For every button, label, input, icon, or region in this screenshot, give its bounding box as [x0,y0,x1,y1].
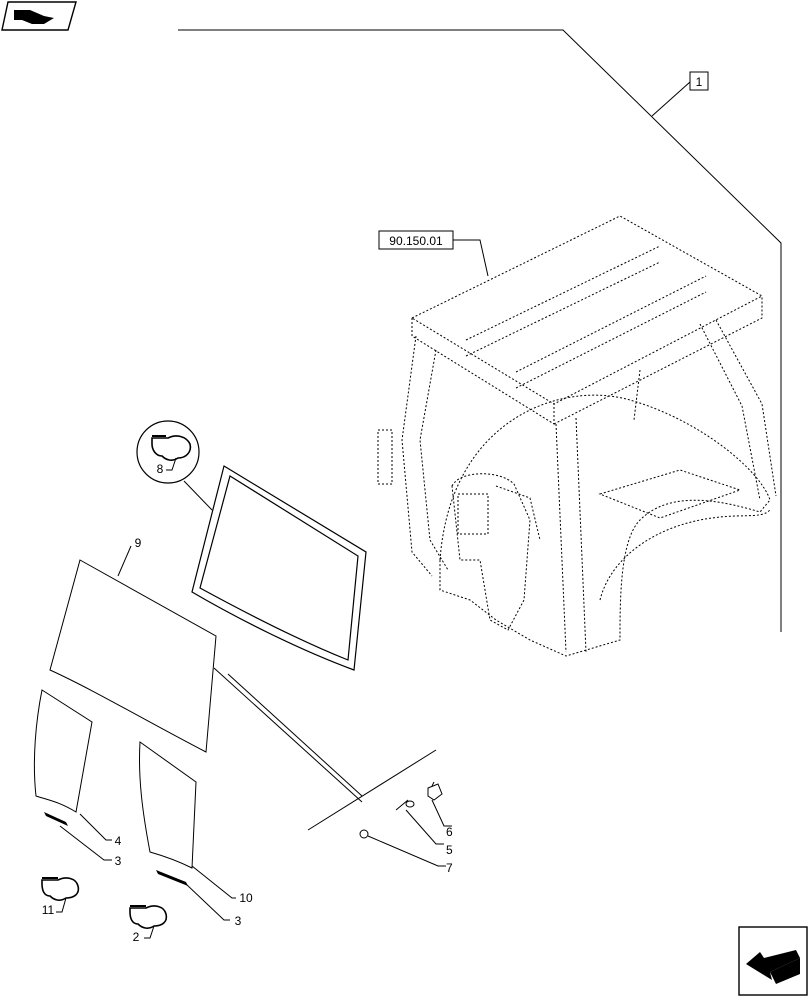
callout-8-label: 8 [157,462,164,476]
view-direction-icon[interactable] [1,1,77,31]
callout-3b-label: 3 [235,914,242,928]
callout-7-label: 7 [446,861,453,875]
callout-9[interactable]: 9 [117,536,142,577]
callout-9-label: 9 [135,536,142,550]
windshield-seal[interactable] [191,465,367,671]
seal-icon-2[interactable] [129,905,168,939]
bracket-6[interactable] [427,781,443,801]
lower-glass-left[interactable] [33,689,93,813]
callout-11-label: 11 [42,903,55,917]
seal-strip-right[interactable] [156,870,188,886]
leader-8 [183,480,213,511]
reference-label: 90.150.01 [389,234,443,248]
lower-leaders [59,813,236,921]
reference-90-150-01[interactable]: 90.150.01 [378,230,489,277]
next-page-arrow-icon[interactable] [738,926,808,996]
callout-3a-label: 3 [115,854,122,868]
hardware-callout-leaders [367,799,452,867]
plug-7[interactable] [359,829,369,839]
cab-frame [377,215,777,657]
callout-1[interactable]: 1 [651,71,709,117]
callout-1-label: 1 [696,75,703,89]
seal-icon-11[interactable] [41,877,80,913]
callout-2-label: 2 [133,930,140,944]
callout-6-label: 6 [446,825,453,839]
callout-10-label: 10 [239,891,253,905]
lower-glass-right[interactable] [138,741,197,869]
windshield-glass[interactable] [49,559,217,753]
seal-strip-left[interactable] [44,812,68,826]
hardware-leaders [213,667,437,831]
screw-5[interactable] [395,799,415,811]
frame-lines [178,29,782,632]
callout-5-label: 5 [446,843,453,857]
seal-kit-icon-8[interactable]: 8 [136,420,200,484]
callout-4-label: 4 [115,834,122,848]
